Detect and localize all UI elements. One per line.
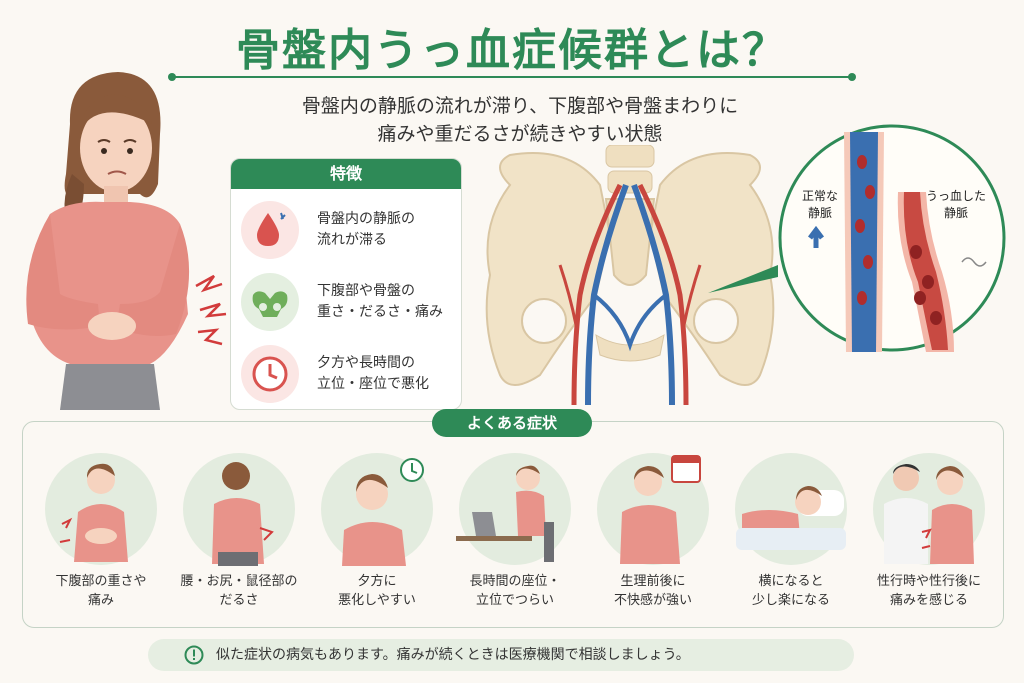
symptom-illustration [735,453,847,565]
symptom-item: 生理前後に不快感が強い [590,452,716,610]
symptom-illustration [321,453,433,566]
feature-text: 下腹部や骨盤の [317,283,415,299]
symptom-caption: 夕方に [357,574,397,589]
symptom-item: 腰・お尻・鼠径部のだるさ [176,452,302,610]
symptom-illustration [597,453,709,565]
symptom-caption: 下腹部の重さや [55,574,147,589]
symptom-caption: 悪化しやすい [338,593,416,608]
symptom-caption: 痛みを感じる [889,593,968,608]
vein-label-line: 正常な [801,189,838,203]
title-underline [172,76,852,78]
symptom-illustration [873,453,985,565]
feature-text: 夕方や長時間の [317,355,415,371]
symptom-illustration [456,453,571,565]
caution-note: 似た症状の病気もあります。痛みが続くときは医療機関で相談しましょう。 [148,639,854,671]
feature-text: 骨盤内の静脈の [317,211,415,227]
congested-vein-label: うっ血した 静脈 [916,188,996,222]
symptom-item: 下腹部の重さや痛み [38,452,164,610]
feature-item: 骨盤内の静脈の 流れが滞る [241,199,453,261]
info-icon [184,645,204,665]
symptom-illustration [183,453,295,566]
normal-vein-label: 正常な 静脈 [790,188,850,222]
underline-dot [168,73,176,81]
feature-text: 流れが滞る [317,232,387,248]
clock-icon [241,345,299,403]
page-title: 骨盤内うっ血症候群とは？ [236,25,788,76]
caution-note-text: 似た症状の病気もあります。痛みが続くときは医療機関で相談しましょう。 [216,647,690,663]
blood-drop-icon [241,201,299,259]
features-card: 特徴 骨盤内の静脈の 流れが滞る 下腹部や骨盤の 重さ・だるさ・痛み [230,158,462,410]
symptom-caption: 生理前後に [620,574,686,589]
symptom-caption: だるさ [219,593,259,608]
pelvis-icon [241,273,299,331]
pelvis-illustration [485,145,778,406]
symptom-caption: 立位でつらい [475,593,554,608]
subtitle-line: 骨盤内の静脈の流れが滞り、下腹部や骨盤まわりに [301,95,739,117]
features-header: 特徴 [231,159,461,189]
symptom-caption: 性行時や性行後に [876,574,981,589]
symptom-caption: 痛み [87,593,114,608]
symptom-illustration [45,453,157,565]
vein-label-line: 静脈 [943,206,968,220]
subtitle-line: 痛みや重だるさが続きやすい状態 [377,123,663,145]
vein-label-line: 静脈 [807,206,832,220]
woman-illustration [26,72,227,410]
symptom-caption: 長時間の座位・ [469,574,561,589]
subtitle: 骨盤内の静脈の流れが滞り、下腹部や骨盤まわりに 痛みや重だるさが続きやすい状態 [240,92,800,148]
symptom-item: 性行時や性行後に痛みを感じる [866,452,992,610]
symptom-caption: 横になると [758,574,824,589]
symptom-caption: 少し楽になる [751,593,830,608]
feature-item: 下腹部や骨盤の 重さ・だるさ・痛み [241,271,453,333]
feature-text: 立位・座位で悪化 [317,376,429,392]
symptom-item: 夕方に悪化しやすい [314,452,440,610]
symptom-caption: 不快感が強い [613,593,692,608]
vein-label-line: うっ血した [925,189,986,203]
underline-dot [848,73,856,81]
vein-zoom-circle [778,124,1006,352]
symptom-item: 横になると少し楽になる [728,452,854,610]
feature-item: 夕方や長時間の 立位・座位で悪化 [241,343,453,405]
symptoms-header: よくある症状 [432,409,592,437]
symptom-caption: 腰・お尻・鼠径部の [180,574,298,589]
feature-text: 重さ・だるさ・痛み [317,304,443,320]
symptom-item: 長時間の座位・立位でつらい [452,452,578,610]
